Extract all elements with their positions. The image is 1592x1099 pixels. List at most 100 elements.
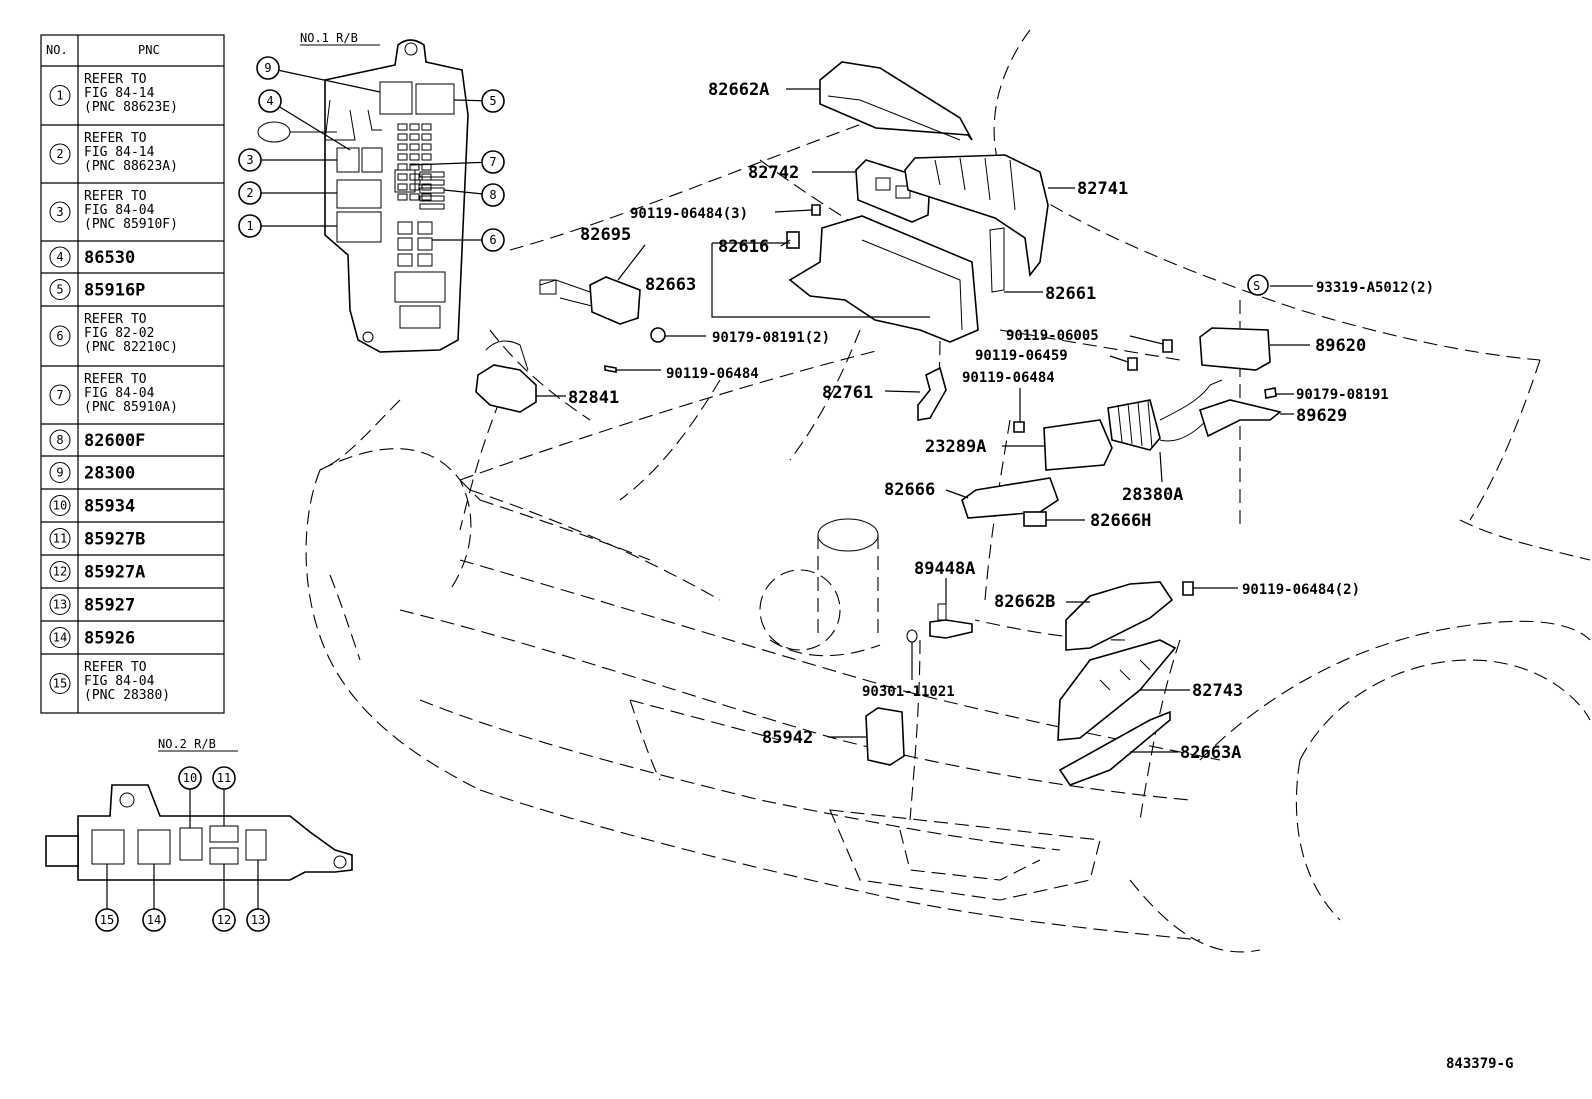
case-82743 [1057,639,1177,741]
row-ref-line: FIG 84-04 [84,674,155,689]
label-89620: 89620 [1315,336,1366,356]
label-90179-08191: 90179-08191 [1296,387,1389,403]
callout: 8 [443,183,505,207]
callout-number: 6 [489,233,496,247]
part-labels: 82662A 82742 82741 90119-06484(3) 82695 … [568,80,1434,763]
row-number: 13 [53,598,67,612]
row-number-circle [49,279,71,300]
row-pnc: 86530 [84,248,135,268]
row-ref-line: FIG 82-02 [84,326,154,341]
row-ref-line: REFER TO [84,660,147,675]
row-number-circle [49,462,71,483]
row-number-circle [49,325,71,347]
label-82616: 82616 [718,237,769,257]
label-90119-06005: 90119-06005 [1006,328,1099,344]
label-82666: 82666 [884,480,935,500]
callout-number: 8 [489,188,496,202]
row-ref-line: REFER TO [84,372,147,387]
row-pnc: 85916P [84,281,145,301]
row-number-circle [49,246,71,268]
row-number: 11 [53,532,67,546]
callout: 11 [212,766,236,826]
module-89620 [1199,327,1271,371]
heatsink-28380A [1107,399,1161,451]
label-90119-06484-2: 90119-06484(2) [1242,582,1360,598]
row-ref-line: FIG 84-04 [84,386,155,401]
row-ref-line: (PNC 28380) [84,688,170,703]
connector-82666 [961,477,1059,519]
callout-number: 12 [217,913,231,927]
callout: 5 [453,89,505,113]
row-number: 14 [53,631,67,645]
label-90301-11021: 90301-11021 [862,684,955,700]
tray-89629 [1199,399,1282,438]
callout: 14 [142,864,166,932]
plate-23289A [1043,419,1113,471]
row-number: 1 [56,89,63,103]
row-pnc: 85927A [84,563,145,583]
tray-82663A [1058,710,1171,786]
row-pnc: 28300 [84,464,135,484]
callout: 3 [238,148,337,172]
label-90119-06484-3: 90119-06484(3) [630,206,748,222]
callout-number: 4 [266,94,273,108]
row-ref-line: (PNC 88623A) [84,159,178,174]
leader-lines [536,88,1313,753]
row-ref-line: (PNC 85910F) [84,217,178,232]
row-number-circle [49,673,71,694]
label-89448A: 89448A [914,559,975,579]
row-number-circle [49,528,71,549]
cover-82662B [1065,581,1174,651]
label-82662A: 82662A [708,80,769,100]
row-number-circle [49,85,71,106]
label-90119-06484-b: 90119-06484 [962,370,1055,386]
bracket-82761 [917,366,947,421]
rb1-callouts: 94 3 2 1 5 7 8 6 [238,56,505,252]
case-82661 [788,215,979,343]
row-ref-line: FIG 84-14 [84,86,155,101]
rb2-title: NO.2 R/B [158,737,216,751]
label-82663A: 82663A [1180,743,1241,763]
row-ref-line: REFER TO [84,189,147,204]
row-number: 7 [56,388,63,402]
row-number: 5 [56,283,63,297]
label-90119-06459: 90119-06459 [975,348,1068,364]
rb1-fuse-array [397,123,445,267]
callout: 1 [238,214,337,238]
label-82841: 82841 [568,388,619,408]
callout: 2 [238,181,337,205]
row-number-circle [49,384,71,406]
row-ref-line: FIG 84-14 [84,145,155,160]
callout-number: 15 [100,913,114,927]
row-ref-line: (PNC 88623E) [84,100,178,115]
label-93319-A5012-2: 93319-A5012(2) [1316,280,1434,296]
callout: 9 [256,56,381,93]
row-pnc: 82600F [84,431,145,451]
row-ref-line: REFER TO [84,312,147,327]
rb1-title: NO.1 R/B [300,31,358,45]
label-82695: 82695 [580,225,631,245]
row-number: 2 [56,147,63,161]
callout-number: 7 [489,155,496,169]
label-28380A: 28380A [1122,485,1183,505]
vehicle-outline [305,29,1591,953]
table-header-no: NO. [46,43,68,57]
callout: 6 [432,228,505,252]
figure-id: 843379-G [1446,1056,1513,1072]
sensor-89448A [929,619,973,639]
label-85942: 85942 [762,728,813,748]
label-89629: 89629 [1296,406,1347,426]
callout-number: 10 [183,771,197,785]
callout-number: 3 [246,153,253,167]
connector-82695 [589,276,641,325]
row-number: 3 [56,205,63,219]
row-number: 9 [56,466,63,480]
